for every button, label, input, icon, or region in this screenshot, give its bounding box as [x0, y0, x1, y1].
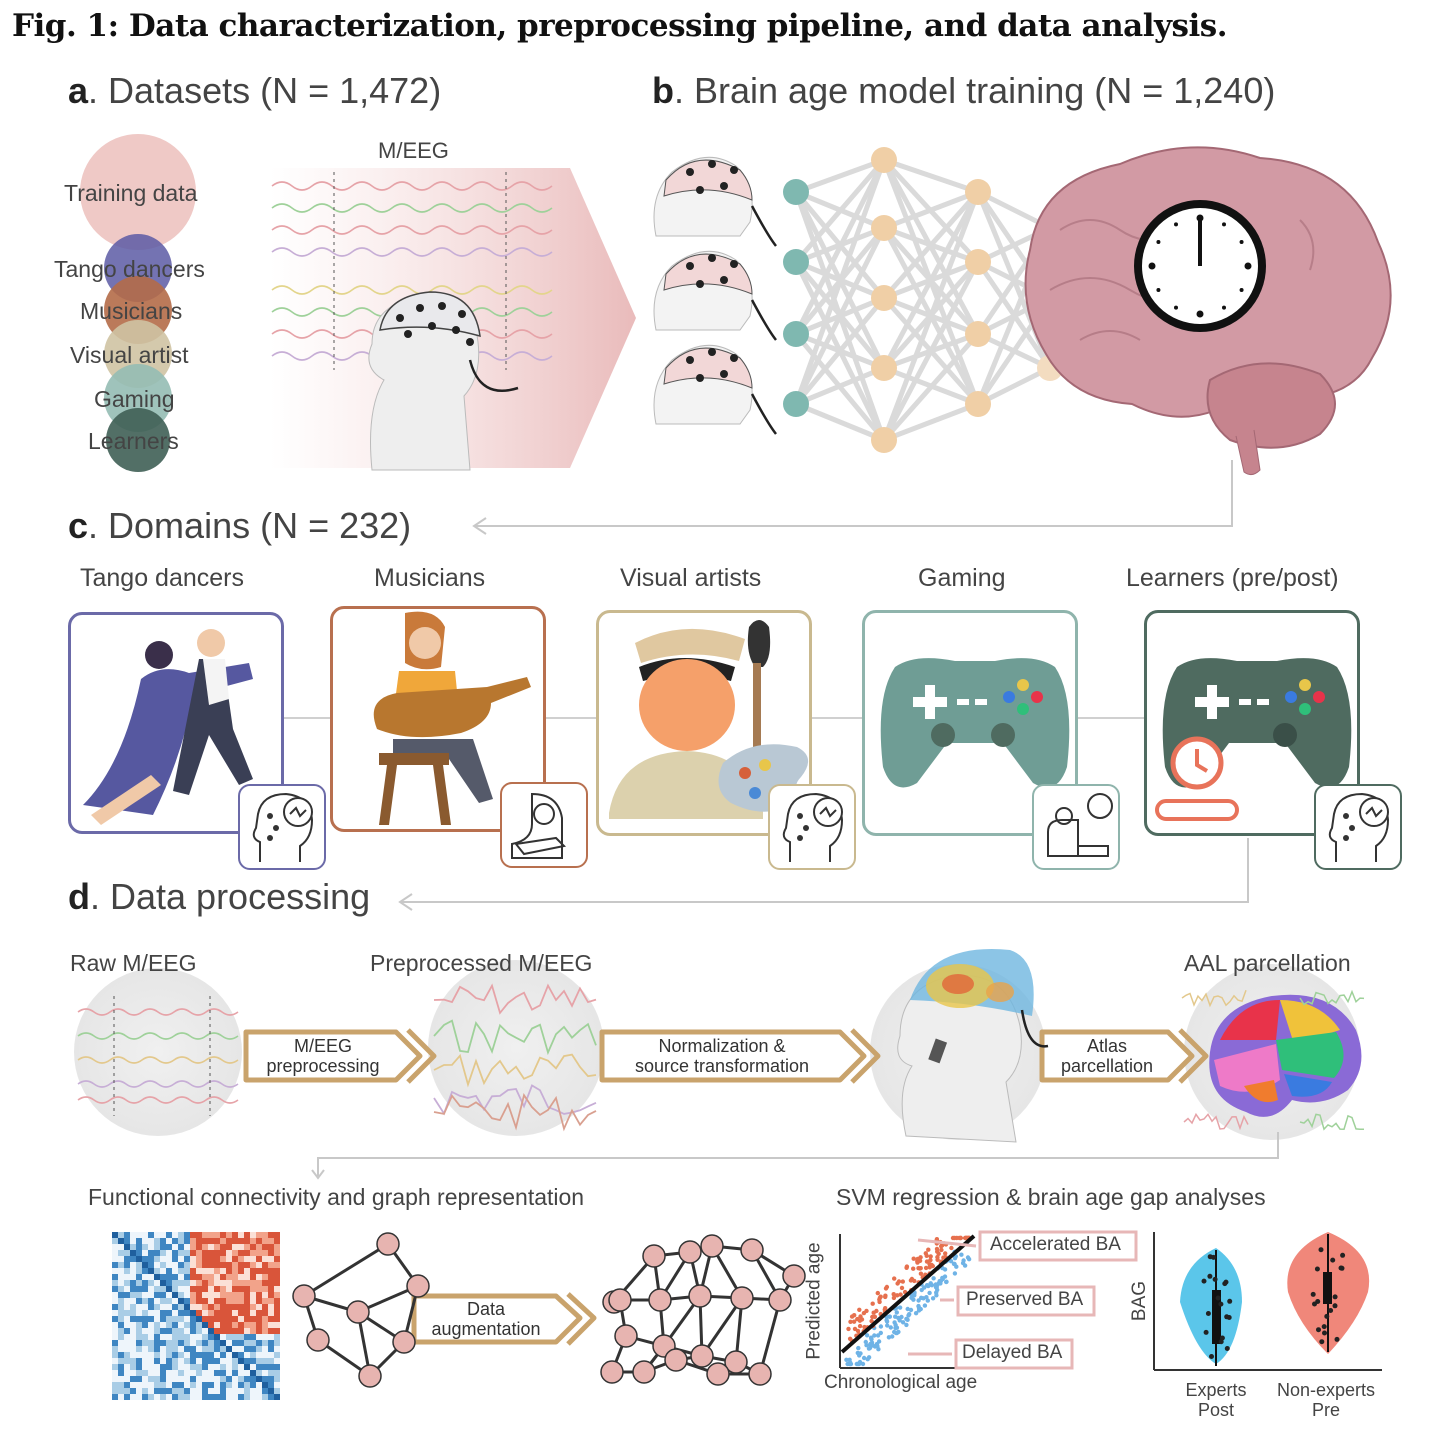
graph-node: [741, 1239, 763, 1261]
mri-scanner-icon: [502, 784, 590, 870]
bag-violin: [1154, 1232, 1382, 1370]
graph-node: [307, 1329, 329, 1351]
dataset-tango: Tango dancers: [54, 256, 205, 283]
nn-node: [965, 249, 991, 275]
graph-node: [689, 1285, 711, 1307]
meg-eeg-badge-learners: [1314, 784, 1402, 870]
meg-eeg-badge-visual: [768, 784, 856, 870]
meg-badge-gaming: [1032, 784, 1120, 870]
nn-node: [965, 179, 991, 205]
graph-node: [347, 1301, 369, 1323]
scatter-ylabel: Predicted age: [804, 1242, 826, 1359]
graph-node: [749, 1363, 771, 1385]
meg-eeg-badge-tango: [238, 784, 326, 870]
domain-label-gaming: Gaming: [918, 564, 1006, 593]
nn-node: [871, 427, 897, 453]
callout-preserved: Preserved BA: [966, 1289, 1083, 1311]
dataset-gaming: Gaming: [94, 386, 175, 413]
mri-badge-musicians: [500, 782, 588, 868]
violin-ylabel: BAG: [1129, 1281, 1151, 1321]
dataset-learners: Learners: [88, 428, 179, 455]
nn-node: [871, 215, 897, 241]
graph-node: [707, 1363, 729, 1385]
graph-node: [609, 1289, 631, 1311]
graph-node: [293, 1285, 315, 1307]
dataset-training: Training data: [64, 180, 197, 207]
nn-node: [965, 321, 991, 347]
svm-label: SVM regression & brain age gap analyses: [836, 1184, 1266, 1211]
nn-node: [783, 321, 809, 347]
nn-node: [871, 285, 897, 311]
connectivity-matrix: [112, 1232, 280, 1400]
domain-label-learners: Learners (pre/post): [1126, 564, 1339, 593]
nn-node: [783, 249, 809, 275]
graph-node: [407, 1275, 429, 1297]
graph-node: [665, 1349, 687, 1371]
scatter-xlabel: Chronological age: [824, 1372, 977, 1394]
domain-label-musicians: Musicians: [374, 564, 485, 593]
graph-node: [783, 1265, 805, 1287]
graph-node: [615, 1325, 637, 1347]
connectivity-label: Functional connectivity and graph repres…: [88, 1184, 584, 1211]
brain-clock: [1026, 147, 1391, 474]
graph-node: [649, 1289, 671, 1311]
domain-label-visual-artists: Visual artists: [620, 564, 761, 593]
callout-delayed: Delayed BA: [962, 1342, 1062, 1364]
graph-node: [643, 1245, 665, 1267]
graph-node: [701, 1235, 723, 1257]
callout-accelerated: Accelerated BA: [990, 1234, 1121, 1256]
raw-meeg-label: Raw M/EEG: [70, 950, 197, 977]
meg-scanner-icon: [1034, 786, 1122, 872]
dataset-musicians: Musicians: [80, 298, 182, 325]
eeg-head-icon: [770, 786, 858, 872]
preprocessed-meeg-label: Preprocessed M/EEG: [370, 950, 592, 977]
neural-network: [796, 160, 1050, 440]
graph-node: [377, 1233, 399, 1255]
eeg-head-icon: [1316, 786, 1404, 872]
graph-node: [679, 1241, 701, 1263]
graph-node: [731, 1287, 753, 1309]
aal-parcellation-label: AAL parcellation: [1184, 950, 1351, 977]
graph-node: [691, 1345, 713, 1367]
graph-augmented: [601, 1235, 805, 1385]
domain-label-tango: Tango dancers: [80, 564, 244, 593]
eeg-heads-b: [654, 157, 752, 424]
graph-node: [601, 1361, 623, 1383]
graph-node: [393, 1331, 415, 1353]
eeg-head-icon: [240, 786, 328, 872]
step-preprocessing: M/EEGpreprocessing: [248, 1034, 398, 1078]
signal-label: M/EEG: [378, 138, 449, 164]
graph-small: [293, 1233, 429, 1387]
graph-node: [769, 1289, 791, 1311]
nn-node: [783, 179, 809, 205]
nn-node: [871, 147, 897, 173]
graph-node: [633, 1361, 655, 1383]
nn-node: [871, 355, 897, 381]
step-normalization: Normalization &source transformation: [604, 1034, 840, 1078]
dataset-visual-artist: Visual artist: [70, 342, 188, 369]
nn-node: [783, 391, 809, 417]
nn-node: [965, 391, 991, 417]
graph-node: [359, 1365, 381, 1387]
